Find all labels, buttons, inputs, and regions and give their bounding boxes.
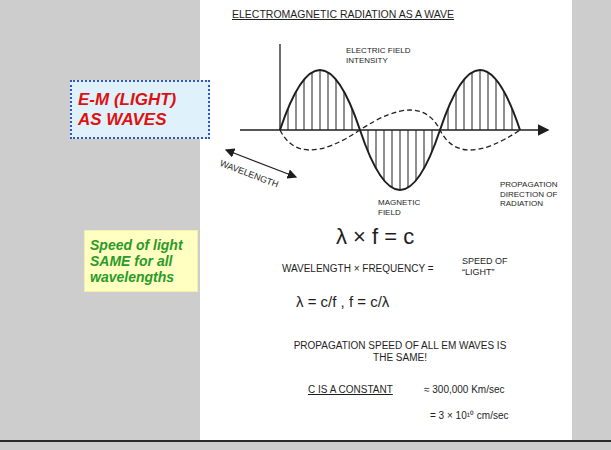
equation: λ × f = c [336,224,414,250]
equation-words: SPEED OF “LIGHT” [462,256,522,278]
note-box: Speed of light SAME for all wavelengths [84,230,198,292]
value: ≈ 300,000 Km/sec [424,384,505,396]
equation-words: WAVELENGTH × FREQUENCY = [282,263,434,275]
page-title: ELECTROMAGNETIC RADIATION AS A WAVE [232,8,454,21]
note-heading: C IS A CONSTANT [308,384,393,396]
note: PROPAGATION SPEED OF ALL EM WAVES IS THE… [290,340,510,364]
box-text: Speed of light SAME for all wavelengths [90,237,192,285]
notes-page [200,0,572,440]
value: = 3 × 10¹⁰ cm/sec [430,410,508,422]
field-label: MAGNETIC FIELD [378,198,438,217]
field-label: ELECTRIC FIELD INTENSITY [346,46,428,65]
slide-border [0,440,611,442]
box-text: E-M (LIGHT) AS WAVES [78,90,202,129]
direction-label: PROPAGATION DIRECTION OF RADIATION [500,180,568,209]
topic-box: E-M (LIGHT) AS WAVES [70,80,210,139]
equation: λ = c/f , f = c/λ [296,293,389,311]
